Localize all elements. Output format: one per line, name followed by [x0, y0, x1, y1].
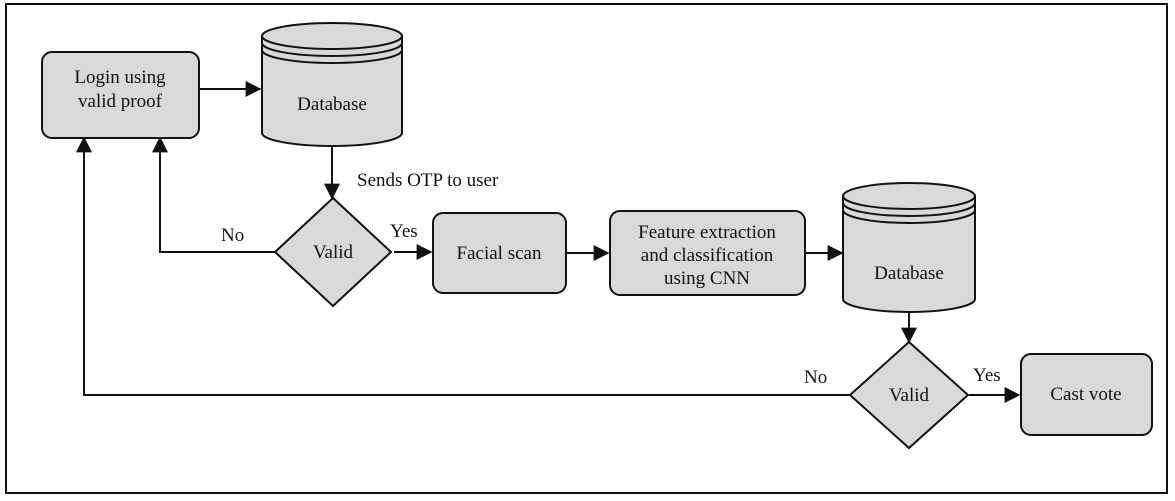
- sends-otp-label: Sends OTP to user: [357, 170, 499, 191]
- valid-second-label: Valid: [889, 385, 930, 406]
- feature-extraction-line-3: using CNN: [664, 268, 750, 289]
- login-box: Login using valid proof: [41, 51, 200, 139]
- valid-first-label: Valid: [313, 242, 354, 263]
- yes-first-label: Yes: [390, 221, 418, 242]
- facial-scan-label: Facial scan: [457, 243, 542, 264]
- facial-scan-box: Facial scan: [432, 212, 567, 294]
- cast-vote-box: Cast vote: [1020, 353, 1153, 436]
- no-second-label: No: [804, 367, 827, 388]
- database-top-label: Database: [297, 94, 367, 115]
- yes-second-label: Yes: [973, 365, 1001, 386]
- no-first-label: No: [221, 225, 244, 246]
- login-label-line-1: Login using: [74, 67, 166, 88]
- database-top: Database: [261, 22, 403, 147]
- valid-decision-second: Valid: [848, 340, 970, 450]
- login-label-line-2: valid proof: [78, 91, 163, 112]
- cast-vote-label: Cast vote: [1050, 384, 1121, 405]
- arrow-valid-second-no-to-login: [76, 136, 850, 396]
- database-bottom: Database: [842, 182, 976, 313]
- feature-extraction-box: Feature extraction and classification us…: [609, 210, 806, 296]
- feature-extraction-line-1: Feature extraction: [638, 222, 776, 243]
- database-bottom-label: Database: [874, 263, 944, 284]
- feature-extraction-line-2: and classification: [641, 245, 774, 266]
- arrow-valid-no-to-login: [152, 136, 275, 253]
- diagram-border: [5, 3, 1168, 494]
- valid-decision-first: Valid: [273, 196, 393, 308]
